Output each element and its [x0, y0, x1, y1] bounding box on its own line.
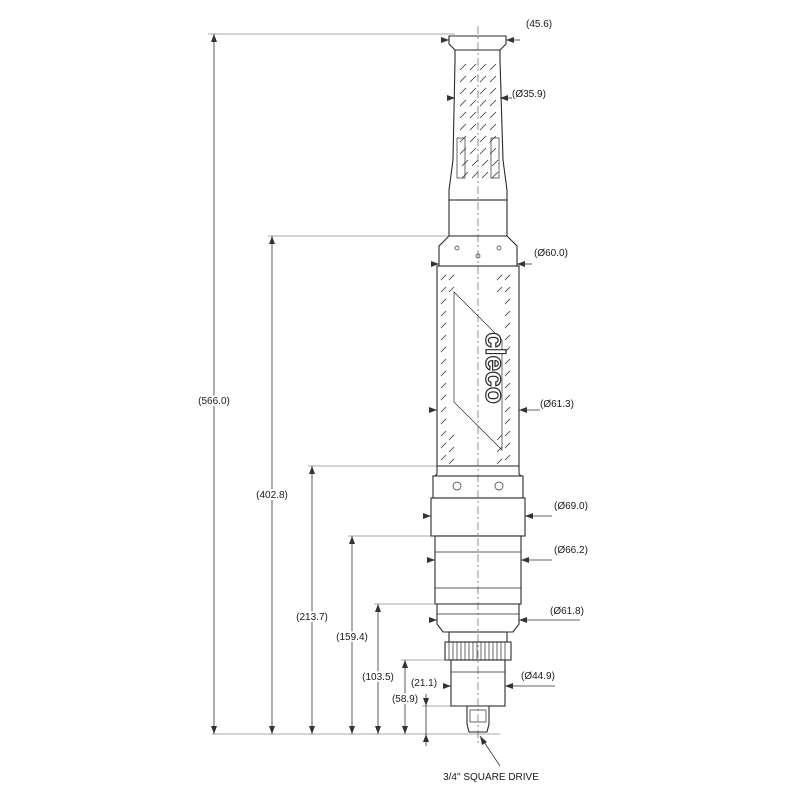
dia-motor-grip: (Ø61.3) — [540, 399, 574, 410]
dia-lower-housing: (Ø61.8) — [550, 606, 584, 617]
dim-square-length: (21.1) — [411, 678, 437, 689]
dia-motor-top: (Ø60.0) — [534, 248, 568, 259]
dim-motor-to-drive: (402.8) — [256, 490, 288, 501]
drive-callout: 3/4" SQUARE DRIVE — [443, 735, 539, 783]
dia-handle-tip: (45.6) — [526, 19, 552, 30]
dim-lower-to-drive: (103.5) — [362, 672, 394, 683]
motor-grip-pattern — [440, 274, 511, 465]
brand-logo: cleco — [480, 332, 511, 404]
handle-grip-pattern — [456, 63, 500, 179]
dia-nose: (Ø44.9) — [521, 671, 555, 682]
diameter-dimensions: (45.6) (Ø35.9) (Ø60.0) (Ø61.3) (Ø69.0) (… — [423, 19, 588, 689]
logo-panel — [453, 291, 503, 451]
dia-handle: (Ø35.9) — [512, 89, 546, 100]
dim-gear-to-drive: (213.7) — [296, 612, 328, 623]
length-dimensions: (566.0) (402.8) (213.7) (159.4) (103.5) … — [196, 33, 500, 746]
dim-housing-to-drive: (159.4) — [336, 632, 368, 643]
dim-nose-to-drive: (58.9) — [392, 694, 418, 705]
dia-gear-ring: (Ø69.0) — [554, 501, 588, 512]
dia-gear-housing: (Ø66.2) — [554, 545, 588, 556]
tool-body: cleco — [430, 26, 526, 744]
square-drive-label: 3/4" SQUARE DRIVE — [443, 772, 539, 783]
dim-overall-length: (566.0) — [198, 396, 230, 407]
